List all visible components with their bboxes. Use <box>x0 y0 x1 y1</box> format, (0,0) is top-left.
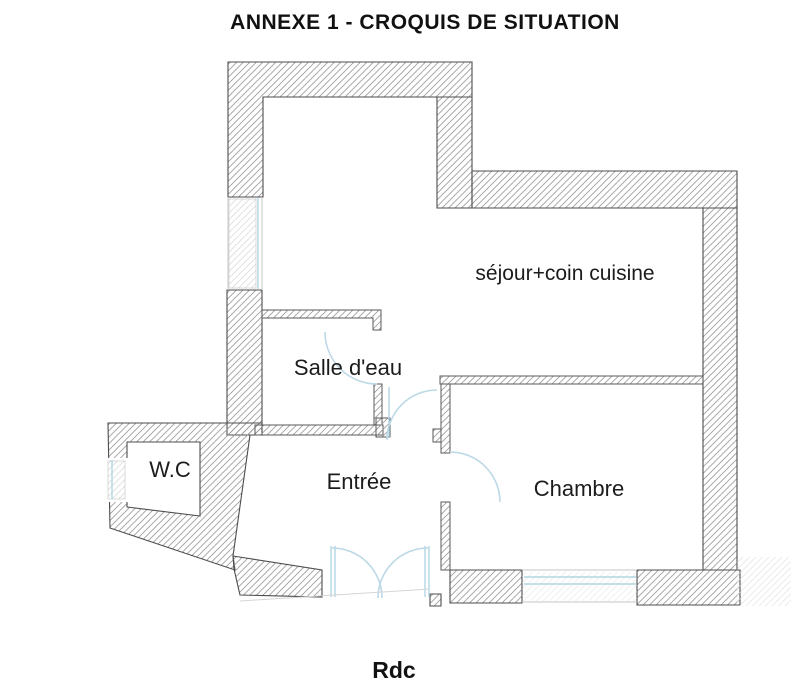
windows <box>107 197 791 606</box>
wc-window-hatch <box>107 460 126 500</box>
wall-bedroom-left-lower <box>440 501 451 571</box>
interior-walls <box>254 309 704 571</box>
wall-left-mid-column <box>226 289 263 436</box>
wall-top-and-upper-left <box>227 61 473 198</box>
entry-living-door-arc <box>386 389 438 441</box>
wall-bedroom-left-upper <box>440 383 451 454</box>
wall-bottom-right <box>636 569 741 606</box>
page-title: ANNEXE 1 - CROQUIS DE SITUATION <box>230 11 620 34</box>
label-bathroom: Salle d'eau <box>294 355 402 380</box>
label-living-room: séjour+coin cuisine <box>475 262 654 285</box>
wall-bathroom-top <box>261 309 382 331</box>
entrance-threshold-line <box>239 588 431 602</box>
wall-right <box>702 207 738 571</box>
floor-level-label: Rdc <box>372 657 416 683</box>
wall-bathroom-bottom-return <box>375 417 391 438</box>
entrance-double-door-arcs <box>331 547 429 599</box>
left-window-edges <box>227 197 263 290</box>
wall-bedroom-foot <box>449 569 523 604</box>
bedroom-window-glass <box>524 576 636 585</box>
room-labels: séjour+coin cuisine Salle d'eau W.C Entr… <box>149 262 654 501</box>
label-wc: W.C <box>149 457 191 482</box>
wall-bathroom-bottom <box>254 424 384 436</box>
wall-wing-top <box>471 170 738 209</box>
wall-bedroom-door-stop <box>432 428 442 443</box>
wall-step-top-right <box>436 96 473 209</box>
bedroom-door-arc <box>449 451 501 503</box>
doors <box>239 331 501 602</box>
exterior-walls <box>103 61 741 607</box>
label-bedroom: Chambre <box>534 476 624 501</box>
left-window-hatch <box>228 198 257 289</box>
bathroom-door-arc <box>324 331 378 385</box>
label-entry: Entrée <box>327 469 392 494</box>
corner-hatch-watermark <box>737 557 791 606</box>
wall-bedroom-divider <box>439 375 704 385</box>
entrance-door-jambs <box>330 546 430 597</box>
wall-entry-door-jamb-right <box>429 593 442 607</box>
wall-entry-bottom-left <box>232 555 323 598</box>
bedroom-window-edges <box>522 569 637 603</box>
